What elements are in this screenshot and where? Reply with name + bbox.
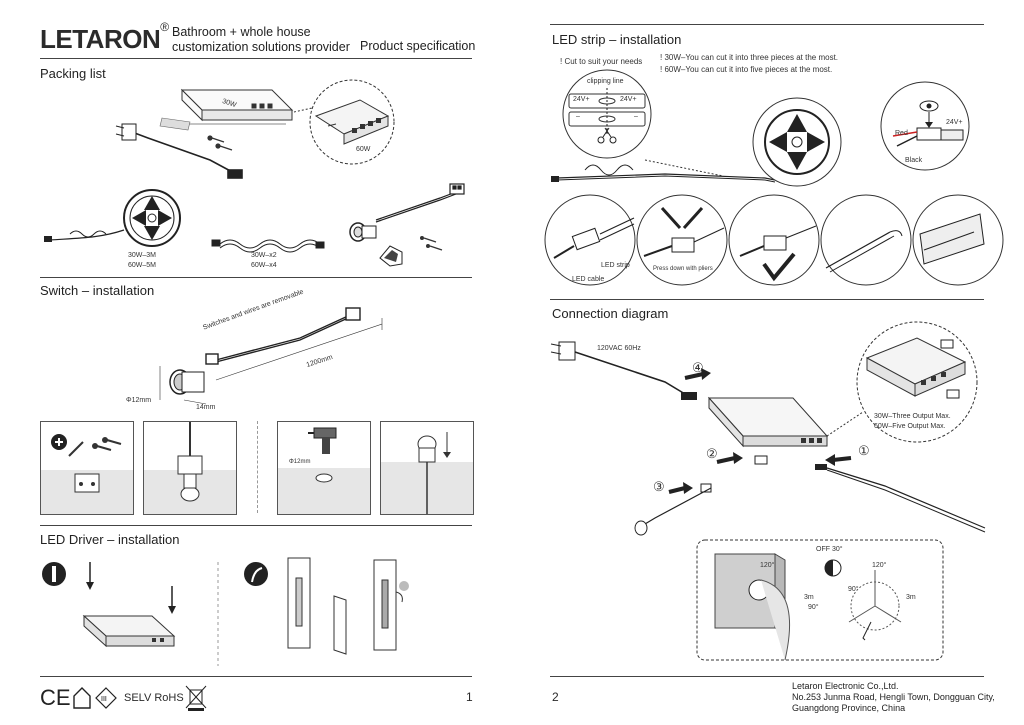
clipping-line-label: clipping line [587,78,624,85]
company-address: Letaron Electronic Co.,Ltd. No.253 Junma… [792,681,995,714]
off-angle: OFF 30° [816,546,843,553]
plus-right: 24V+ [620,96,637,103]
strip-cut-diagram [551,69,970,187]
top-rule-right [550,24,984,25]
led-cable-label: LED cable [572,276,605,283]
page-number-right: 2 [552,690,559,704]
eye-icon [919,100,939,112]
house-icon [73,687,91,709]
adhesive-circle [820,194,912,286]
tagline-line-1: Bathroom + whole house [172,25,311,39]
footer-rule-right [550,676,984,677]
scissors-icon [597,127,617,144]
packing-list-title: Packing list [40,66,106,81]
power-label: 120VAC 60Hz [597,345,641,352]
switch-diagram [159,307,383,405]
angle-90-b: 90° [848,586,859,593]
switch-step-3-panel [277,421,371,515]
plus-24v-label: 24V+ [946,119,963,126]
brand-logo: LETARON® [40,20,169,55]
led-reel [44,189,181,247]
reel-label-60w: 60W–5M [128,262,157,269]
strip-install-title: LED strip – installation [552,32,682,47]
switch-diameter: Φ12mm [126,397,152,404]
switch-step-4-panel [380,421,474,515]
step-4: ④ [692,360,704,375]
switch-step-1-panel [40,421,134,515]
header-rule [40,58,472,59]
svg-text:III: III [101,696,107,703]
mounted-circle [912,194,1004,286]
angle-120-a: 120° [760,562,775,569]
reel-label-30w: 30W–3M [128,252,157,259]
ce-mark: CE [40,685,71,710]
cable-label-30w: 30W–x2 [251,252,277,259]
cable-label-60w: 60W–x4 [251,262,277,269]
checkmark-icon [762,252,796,282]
doc-type: Product specification [360,39,476,53]
step-3: ③ [653,479,665,494]
press-note: Press down with pliers [653,266,713,272]
company-name: Letaron Electronic Co.,Ltd. [792,681,899,691]
drill-icon [278,427,370,514]
switch-depth: 14mm [196,404,216,411]
output-60w: 60W–Five Output Max. [874,423,946,430]
label-60w-box: 60W [356,146,371,153]
switch-step-2-panel [143,421,237,515]
switch-install-title: Switch – installation [40,283,155,298]
connection-cables [211,239,325,253]
address-line-1: No.253 Junma Road, Hengli Town, Dongguan… [792,692,995,702]
reel-right [752,97,842,187]
registered-mark: ® [160,20,169,34]
switch-body [169,369,205,395]
dist-a: 3m [804,594,814,601]
packing-rule [40,277,472,278]
step-cable-circle [544,194,636,286]
pliers-icon [636,194,728,286]
power-cable [115,123,243,179]
tagline-line-2: customization solutions provider [172,40,350,54]
footer-rule-left [40,676,472,677]
touch-switch [349,222,443,267]
connection-diagram [550,321,986,661]
weee-bin-icon [185,685,207,711]
dist-b: 3m [906,594,916,601]
class-iii-icon: III [95,687,117,709]
step-2: ② [706,446,718,461]
strip-rule [550,299,984,300]
dashed-divider-1 [257,421,258,513]
minus-left: – [576,113,580,120]
black-wire-label: Black [905,157,923,164]
angle-120-b: 120° [872,562,887,569]
driver-box-30w [180,88,294,125]
red-wire-label: Red [895,130,908,137]
driver-install-title: LED Driver – installation [40,532,180,547]
brand-tagline: Bathroom + whole house customization sol… [172,25,350,55]
led-strip-label: LED strip [601,262,630,269]
polarity-zoom [880,81,970,171]
switch-rule [40,525,472,526]
note-60w: ! 60W–You can cut it into five pieces at… [660,65,833,74]
cert-icons: CE III [40,685,207,711]
driver-zoom-60w [309,79,395,165]
plus-left: 24V+ [573,96,590,103]
brand-name: LETARON [40,24,161,54]
address-line-2: Guangdong Province, China [792,703,906,713]
step-1: ① [858,443,870,458]
minus-right: – [634,113,638,120]
drill-diameter: Φ12mm [289,459,311,465]
cut-note: ! Cut to suit your needs [560,57,643,66]
angle-90-a: 90° [808,604,819,611]
checkmark-circle [728,194,820,286]
packing-illustration [44,79,465,267]
page-number-left: 1 [466,690,473,704]
cert-text: SELV RoHS [124,692,184,704]
driver-install-diagram [42,557,409,666]
screw-icon [52,566,56,582]
note-30w: ! 30W–You can cut it into three pieces a… [660,53,839,62]
strip-steps [544,194,1004,286]
output-30w: 30W–Three Output Max. [874,413,951,420]
connection-title: Connection diagram [552,306,669,321]
